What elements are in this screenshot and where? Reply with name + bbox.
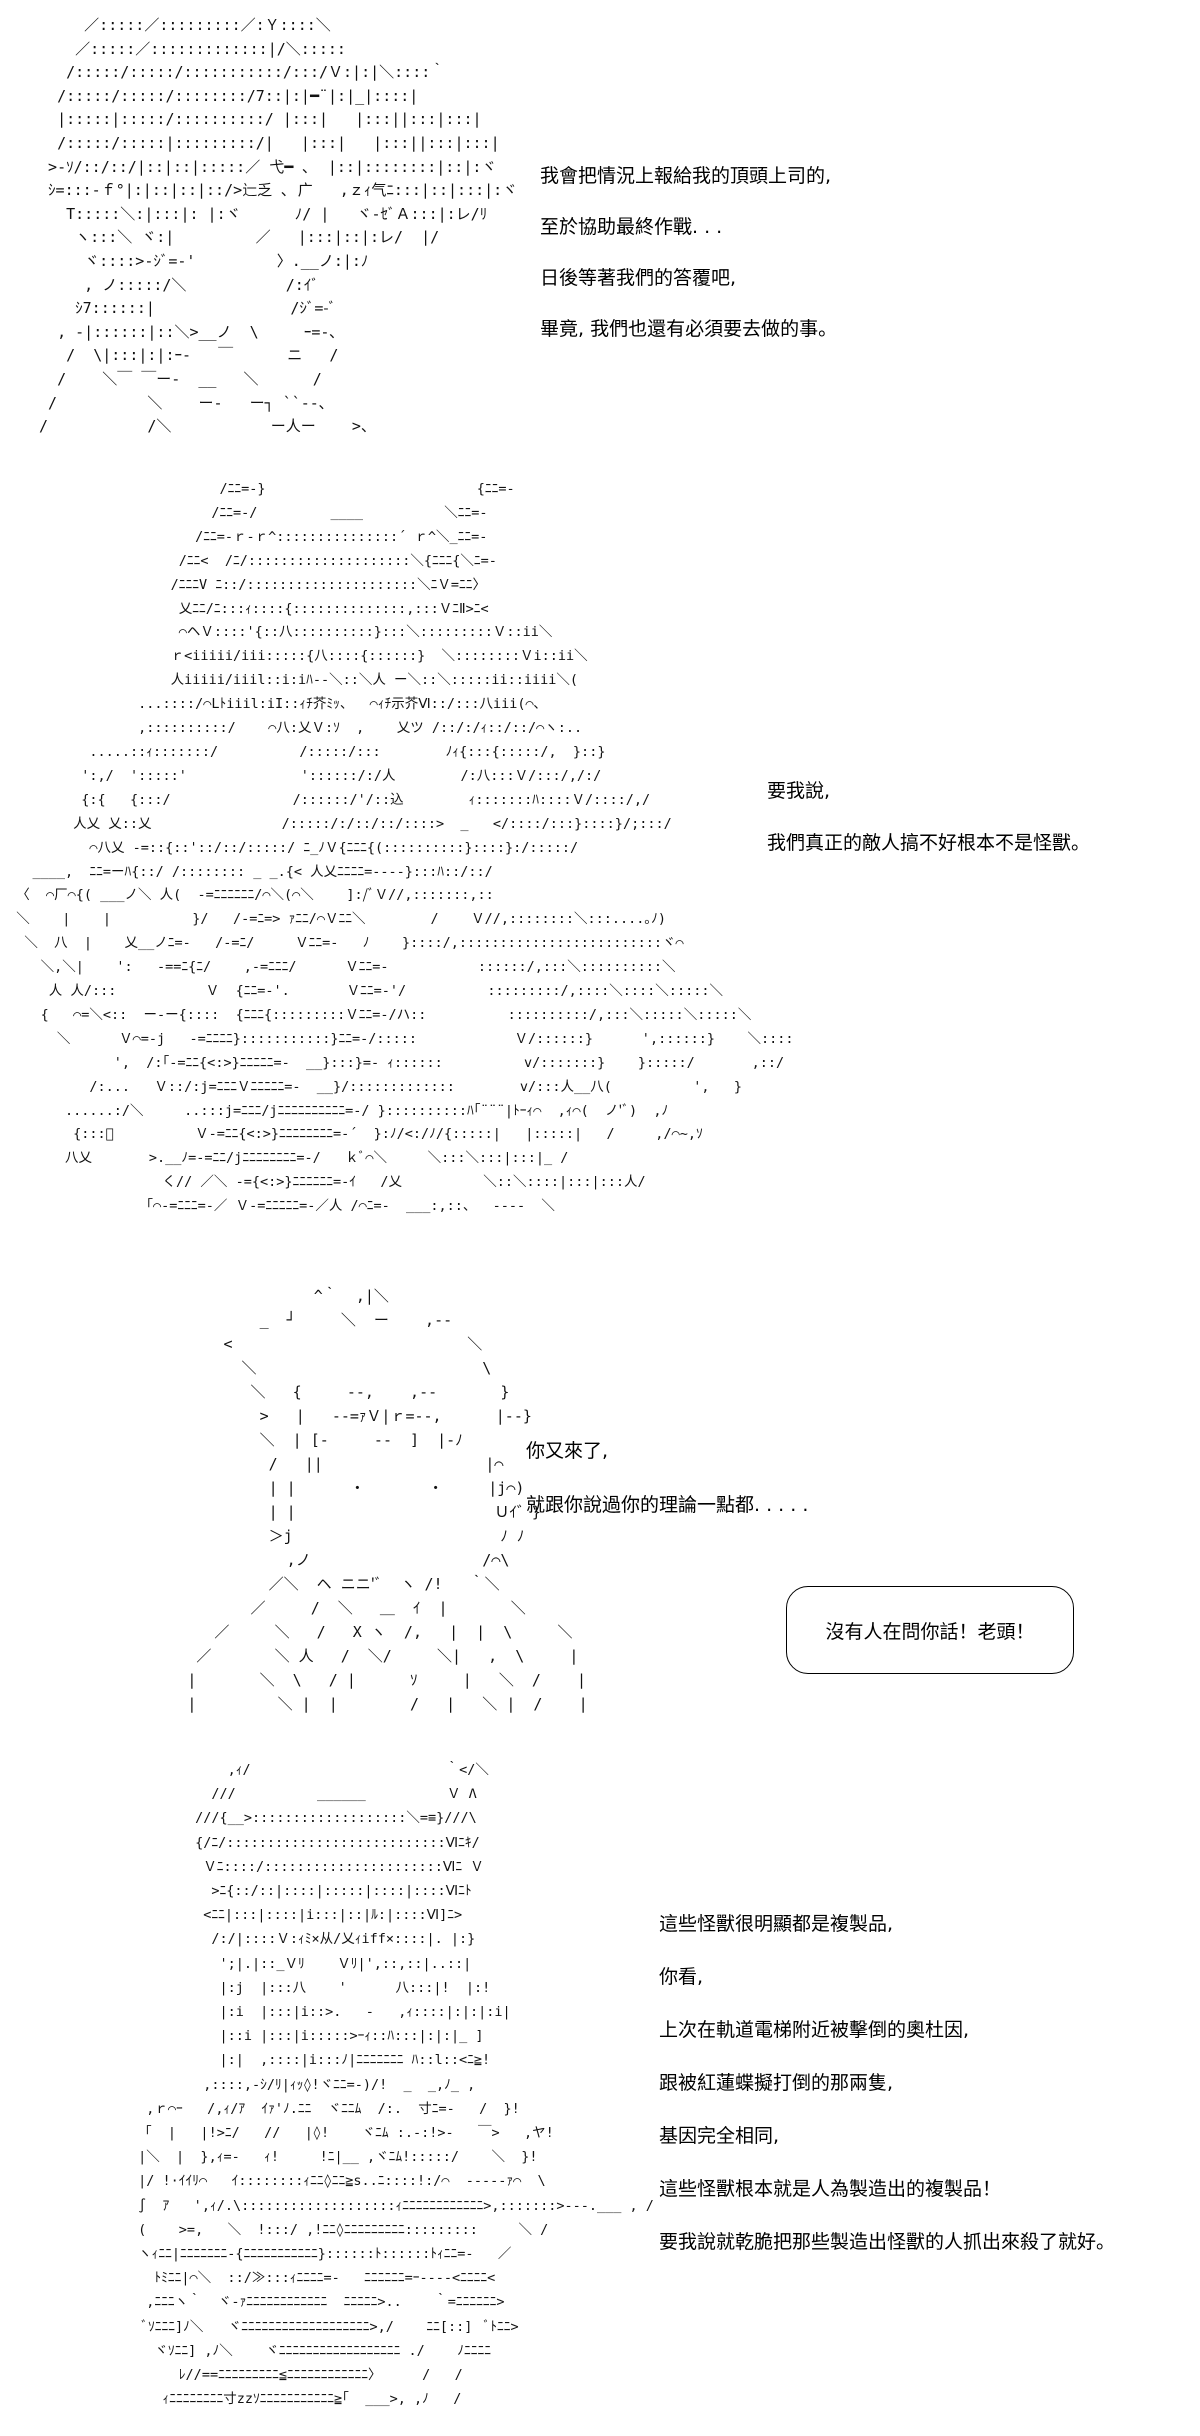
panel-4: ,ｨ/ ｀</＼ /// ______ Ｖ Λ ///{__>:::::::::…	[0, 1740, 1200, 2436]
speech-bubble: 沒有人在問你話！老頭！	[786, 1586, 1074, 1674]
dialogue-line: 我會把情況上報給我的頂頭上司的,	[540, 165, 832, 187]
dialogue-line: 畢竟, 我們也還有必須要去做的事。	[540, 318, 838, 340]
ascii-art-old-man: ^｀ ,|＼ _ ┘ ＼ ー ,-- < ＼ ＼ \ ＼ { --, ,-- }	[187, 1287, 588, 1713]
dialogue-line: 至於協助最終作戰. . .	[540, 216, 723, 238]
dialogue-line: 這些怪獸根本就是人為製造出的複製品！	[659, 2178, 1002, 2200]
dialogue-line: 跟被紅蓮蝶擬打倒的那兩隻,	[659, 2072, 894, 2094]
panel-1: ／:::::／:::::::::／:Ｙ::::＼ ／:::::／::::::::…	[0, 0, 1200, 440]
dialogue-2: 要我說, 我們真正的敵人搞不好根本不是怪獸。	[767, 765, 1090, 869]
dialogue-line: 我們真正的敵人搞不好根本不是怪獸。	[767, 832, 1091, 854]
panel-3: ^｀ ,|＼ _ ┘ ＼ ー ,-- < ＼ ＼ \ ＼ { --, ,-- }	[0, 1240, 1200, 1740]
dialogue-line: 日後等著我們的答覆吧,	[540, 267, 737, 289]
dialogue-line: 基因完全相同,	[659, 2125, 780, 2147]
speech-bubble-text: 沒有人在問你話！老頭！	[825, 1620, 1035, 1643]
dialogue-line: 要我說,	[767, 780, 831, 802]
dialogue-4: 這些怪獸很明顯都是複製品, 你看, 上次在軌道電梯附近被擊倒的奧杜因, 跟被紅蓮…	[659, 1898, 1115, 2269]
dialogue-1: 我會把情況上報給我的頂頭上司的, 至於協助最終作戰. . . 日後等著我們的答覆…	[540, 151, 837, 355]
panel-2: /ﾆﾆ=-} {ﾆﾆ=- /ﾆﾆ=-/ ____ ＼ﾆﾆ=- /ﾆﾆ=-ｒ‐ｒ^…	[0, 440, 1200, 1240]
dialogue-3: 你又來了, 就跟你說過你的理論一點都. . . . .	[526, 1424, 808, 1532]
dialogue-line: 你看,	[659, 1966, 704, 1988]
dialogue-line: 要我說就乾脆把那些製造出怪獸的人抓出來殺了就好。	[659, 2231, 1116, 2253]
ascii-art-character-2: ,ｨ/ ｀</＼ /// ______ Ｖ Λ ///{__>:::::::::…	[138, 1762, 654, 2408]
dialogue-line: 就跟你說過你的理論一點都. . . . .	[526, 1494, 809, 1516]
dialogue-line: 上次在軌道電梯附近被擊倒的奧杜因,	[659, 2019, 970, 2041]
ascii-art-character-1: ／:::::／:::::::::／:Ｙ::::＼ ／:::::／::::::::…	[39, 16, 518, 436]
dialogue-line: 你又來了,	[526, 1440, 609, 1462]
dialogue-line: 這些怪獸很明顯都是複製品,	[659, 1913, 894, 1935]
ascii-art-monster-girl: /ﾆﾆ=-} {ﾆﾆ=- /ﾆﾆ=-/ ____ ＼ﾆﾆ=- /ﾆﾆ=-ｒ‐ｒ^…	[16, 481, 794, 1215]
